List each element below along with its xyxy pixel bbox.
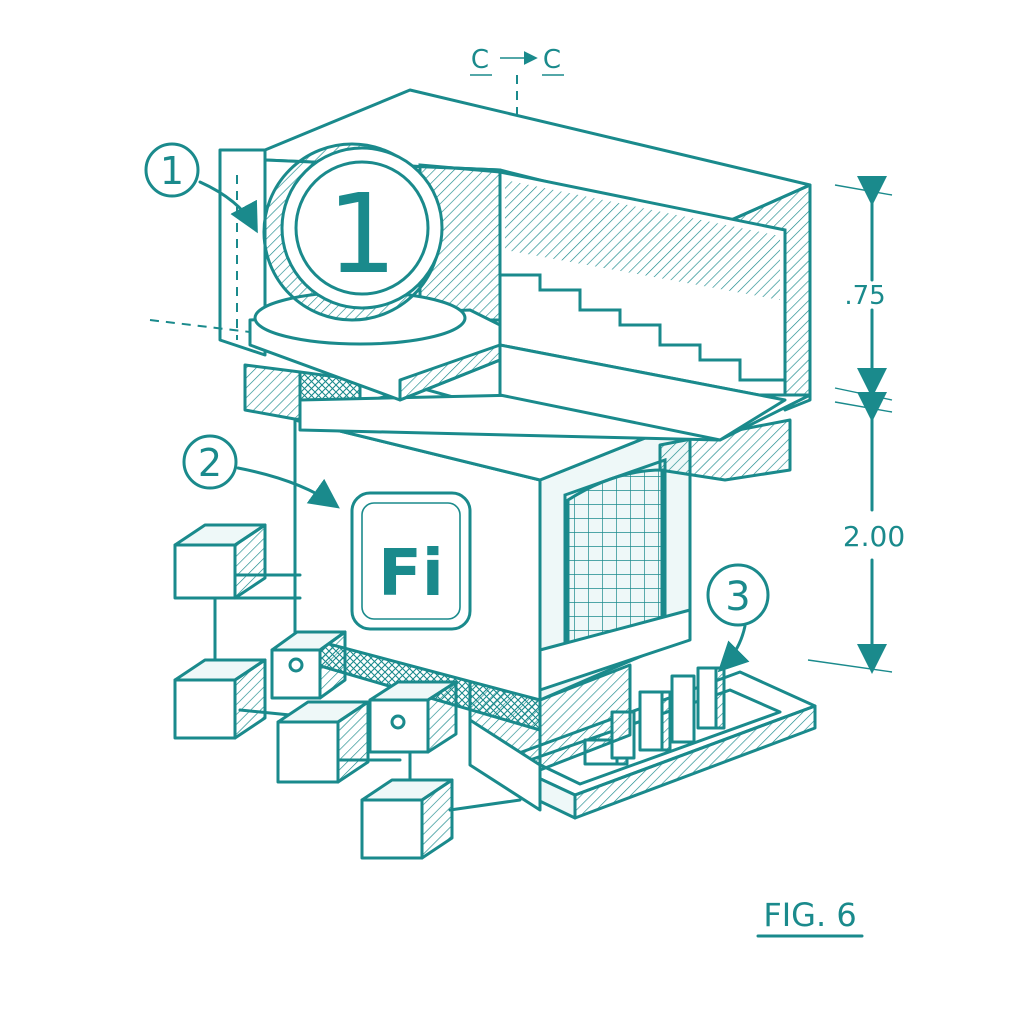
cube <box>173 523 267 600</box>
cube <box>276 700 370 784</box>
callout-2-label: 2 <box>198 441 222 485</box>
section-marker-right: C <box>543 45 561 75</box>
upper-box <box>218 88 812 442</box>
callout-2: 2 <box>182 434 340 509</box>
stair-steps <box>500 273 785 382</box>
dimension-upper: .75 <box>834 176 893 401</box>
coin-numeral: 1 <box>327 170 397 298</box>
logo-text: Fi <box>378 537 444 611</box>
figure-caption-text: FIG. 6 <box>763 896 856 934</box>
callout-1: 1 <box>144 142 258 234</box>
cube <box>270 630 347 700</box>
cube <box>173 658 267 740</box>
callout-3-label: 3 <box>725 574 750 620</box>
callout-3: 3 <box>706 563 770 673</box>
fi-logo-badge: Fi <box>350 491 472 631</box>
dimension-lower: 2.00 <box>807 392 905 674</box>
cube-cluster <box>173 523 522 860</box>
dimension-lower-value: 2.00 <box>843 520 905 553</box>
coin: 1 <box>262 142 444 322</box>
figure-caption: FIG. 6 <box>756 896 864 938</box>
dimension-upper-value: .75 <box>844 281 885 311</box>
callout-1-label: 1 <box>160 149 184 193</box>
cube <box>368 680 458 754</box>
section-marker-left: C <box>471 45 489 75</box>
cube <box>360 778 454 860</box>
